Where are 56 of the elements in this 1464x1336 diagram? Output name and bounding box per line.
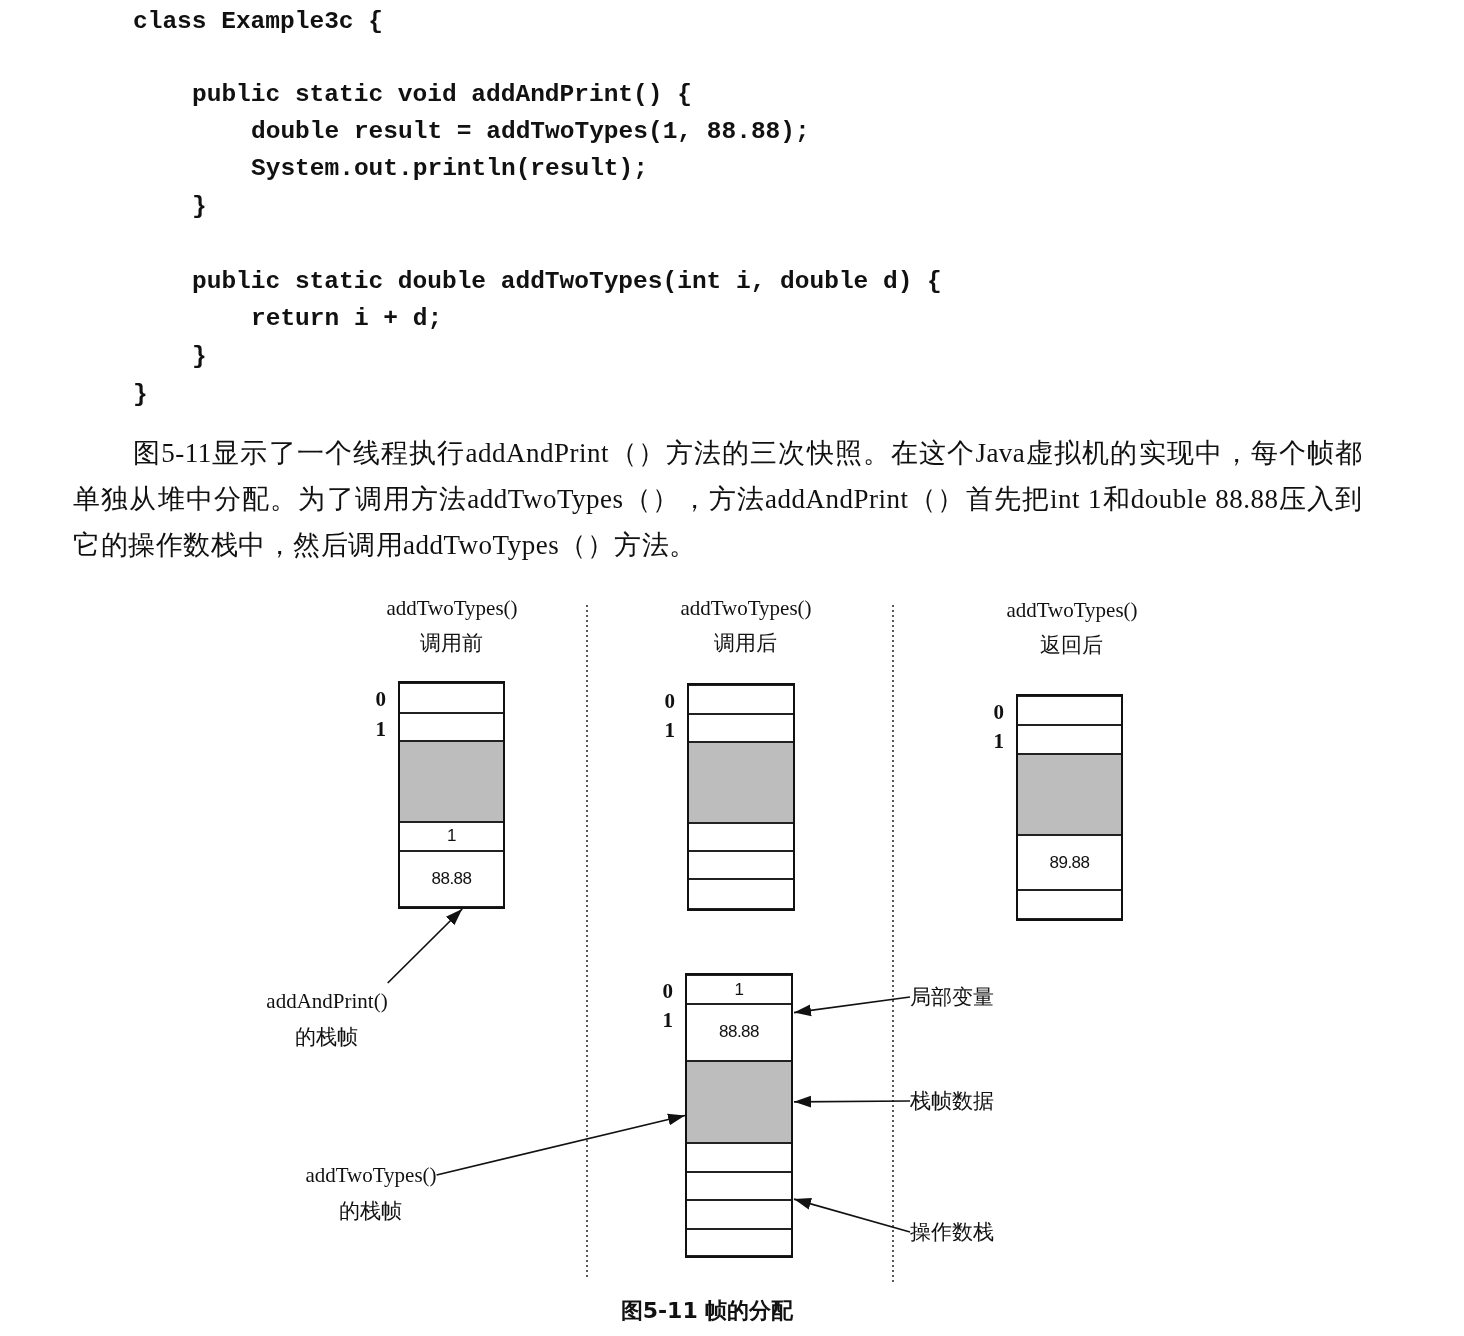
leader-arrow bbox=[435, 1113, 686, 1176]
stack-frame bbox=[1016, 694, 1123, 921]
slot-index: 0 bbox=[664, 690, 675, 712]
stack-slot bbox=[689, 823, 793, 852]
stack-frame bbox=[687, 683, 795, 911]
stack-slot bbox=[687, 1172, 791, 1201]
slot-index: 0 bbox=[375, 688, 386, 710]
stack-slot: 1 bbox=[687, 975, 791, 1005]
code-line: } bbox=[192, 193, 207, 221]
frame-data-block bbox=[689, 742, 793, 824]
stack-frame bbox=[685, 973, 793, 1258]
slot-index: 1 bbox=[664, 718, 675, 741]
body-paragraph: 图5-11显示了一个线程执行addAndPrint（）方法的三次快照。在这个Java虚拟机的实现中，每个帧都单独从堆中分配。为了调用方法addTwoTypes（），方法addAndPrint（）首先把int 1和double 88.88压入到它的操作数栈中，然后调用addTwoTypes（）方法。 bbox=[73, 437, 1363, 562]
slot-index: 1 bbox=[662, 1009, 673, 1032]
slot-index: 1 bbox=[993, 730, 1004, 753]
callout-label: addAndPrint() 的栈帧 bbox=[266, 983, 388, 1055]
code-line: public static void addAndPrint() { bbox=[192, 81, 692, 109]
stack-slot: 88.88 bbox=[687, 1004, 791, 1061]
code-line: System.out.println(result); bbox=[251, 155, 648, 183]
stack-slot: 89.88 bbox=[1018, 835, 1121, 890]
code-line: return i + d; bbox=[251, 305, 443, 333]
code-line: class Example3c { bbox=[133, 8, 383, 36]
slot-index: 1 bbox=[375, 718, 386, 741]
code-line: } bbox=[133, 381, 148, 409]
callout-label: addTwoTypes() 的栈帧 bbox=[305, 1157, 437, 1229]
code-line: } bbox=[192, 343, 207, 371]
stack-slot bbox=[687, 1228, 791, 1256]
column-heading: addTwoTypes() 返回后 bbox=[1006, 597, 1138, 659]
code-line: public static double addTwoTypes(int i, double d) { bbox=[192, 268, 942, 296]
leader-arrow bbox=[386, 908, 464, 984]
column-heading: addTwoTypes() 调用后 bbox=[680, 595, 812, 657]
callout-label: 局部变量 bbox=[910, 979, 994, 1015]
stack-slot bbox=[689, 879, 793, 909]
leader-arrow bbox=[793, 1095, 911, 1108]
stack-frame bbox=[398, 681, 505, 909]
code-line: double result = addTwoTypes(1, 88.88); bbox=[251, 118, 810, 146]
stack-slot bbox=[1018, 889, 1121, 919]
figure-caption: 图5-11 帧的分配 bbox=[620, 1297, 794, 1325]
stack-slot bbox=[400, 683, 503, 714]
stack-slot bbox=[689, 685, 793, 714]
stack-slot bbox=[1018, 696, 1121, 726]
leader-arrow bbox=[793, 1198, 911, 1233]
leader-arrow bbox=[793, 996, 911, 1017]
column-heading: addTwoTypes() 调用前 bbox=[386, 595, 518, 657]
stack-slot bbox=[689, 851, 793, 880]
callout-label: 栈帧数据 bbox=[910, 1083, 994, 1119]
slot-index: 0 bbox=[993, 701, 1004, 723]
frame-data-block bbox=[400, 741, 503, 823]
stack-slot: 1 bbox=[400, 822, 503, 851]
frame-data-block bbox=[687, 1060, 791, 1144]
stack-slot bbox=[687, 1200, 791, 1229]
stack-slot bbox=[687, 1143, 791, 1173]
slot-index: 0 bbox=[662, 980, 673, 1002]
stack-slot: 88.88 bbox=[400, 850, 503, 907]
callout-label: 操作数栈 bbox=[910, 1214, 994, 1250]
frame-data-block bbox=[1018, 754, 1121, 836]
